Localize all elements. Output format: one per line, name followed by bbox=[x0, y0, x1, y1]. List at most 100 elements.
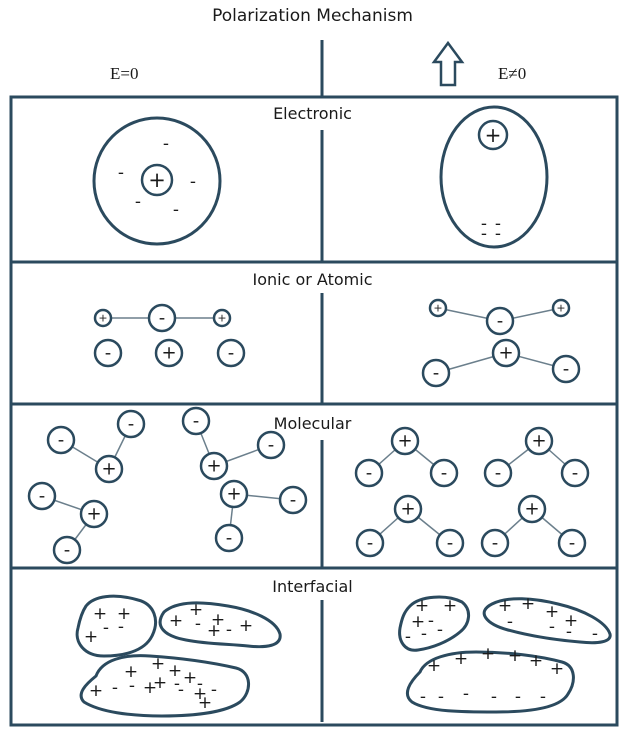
anion: - bbox=[357, 530, 383, 556]
minus-sign: - bbox=[290, 490, 297, 511]
cation: + bbox=[221, 481, 247, 507]
minus-sign: - bbox=[105, 343, 112, 364]
minus-sign: - bbox=[64, 540, 71, 561]
anion: - bbox=[258, 432, 284, 458]
minus-sign: - bbox=[447, 533, 454, 554]
outer-frame bbox=[11, 97, 617, 725]
minus-charge: - bbox=[507, 612, 513, 632]
minus-sign: - bbox=[433, 363, 440, 384]
anion: - bbox=[280, 487, 306, 513]
minus-sign: - bbox=[563, 359, 570, 380]
anion: - bbox=[29, 483, 55, 509]
minus-charge: - bbox=[190, 172, 196, 192]
plus-charge: + bbox=[84, 627, 98, 647]
anion: - bbox=[423, 360, 449, 386]
anion: - bbox=[218, 340, 244, 366]
section-label-ionic: Ionic or Atomic bbox=[0, 270, 625, 289]
minus-sign: - bbox=[366, 463, 373, 484]
anion: - bbox=[216, 525, 242, 551]
plus-charge: + bbox=[151, 654, 165, 674]
plus-charge: + bbox=[454, 649, 468, 669]
plus-sign: + bbox=[485, 123, 502, 147]
plus-charge: + bbox=[521, 594, 535, 614]
plus-sign: + bbox=[433, 302, 442, 315]
anion: - bbox=[482, 530, 508, 556]
minus-sign: - bbox=[572, 463, 579, 484]
plus-charge: + bbox=[89, 681, 103, 701]
plus-charge: + bbox=[169, 611, 183, 631]
anion: - bbox=[95, 340, 121, 366]
field-arrow-icon bbox=[434, 43, 462, 85]
anion: - bbox=[54, 537, 80, 563]
cation: + bbox=[493, 340, 519, 366]
minus-sign: - bbox=[268, 435, 275, 456]
plus-charge: + bbox=[443, 596, 457, 616]
cation: + bbox=[430, 300, 446, 316]
plus-sign: + bbox=[217, 312, 226, 325]
cation: + bbox=[81, 501, 107, 527]
plus-sign: + bbox=[498, 343, 513, 364]
minus-charge: - bbox=[405, 627, 411, 647]
cation: + bbox=[519, 496, 545, 522]
plus-charge: + bbox=[207, 621, 221, 641]
section-label-molecular: Molecular bbox=[0, 414, 625, 433]
minus-charge: - bbox=[515, 687, 521, 707]
minus-charge: - bbox=[129, 676, 135, 696]
cation: + bbox=[479, 121, 507, 149]
minus-charge: - bbox=[540, 687, 546, 707]
minus-charge: - bbox=[463, 684, 469, 704]
minus-sign: - bbox=[495, 463, 502, 484]
anion: - bbox=[431, 460, 457, 486]
minus-charge: - bbox=[178, 680, 184, 700]
plus-charge: + bbox=[508, 646, 522, 666]
minus-charge: - bbox=[592, 624, 598, 644]
plus-sign: + bbox=[524, 499, 539, 520]
minus-charge: - bbox=[197, 674, 203, 694]
plus-charge: + bbox=[550, 659, 564, 679]
minus-charge: - bbox=[428, 611, 434, 631]
minus-charge: - bbox=[495, 224, 501, 244]
minus-charge: - bbox=[437, 620, 443, 640]
plus-sign: + bbox=[206, 456, 221, 477]
anion: - bbox=[559, 530, 585, 556]
section-label-electronic: Electronic bbox=[0, 104, 625, 123]
minus-charge: - bbox=[163, 134, 169, 154]
cation: + bbox=[395, 496, 421, 522]
minus-charge: - bbox=[421, 624, 427, 644]
anion: - bbox=[437, 530, 463, 556]
minus-sign: - bbox=[367, 533, 374, 554]
anion: - bbox=[149, 305, 175, 331]
anion: - bbox=[487, 308, 513, 334]
minus-charge: - bbox=[438, 687, 444, 707]
cation: + bbox=[201, 453, 227, 479]
anion: - bbox=[553, 356, 579, 382]
minus-charge: - bbox=[195, 614, 201, 634]
minus-charge: - bbox=[566, 622, 572, 642]
minus-sign: - bbox=[226, 528, 233, 549]
plus-sign: + bbox=[400, 499, 415, 520]
plus-sign: + bbox=[148, 168, 166, 192]
plus-sign: + bbox=[397, 431, 412, 452]
minus-charge: - bbox=[173, 200, 179, 220]
plus-charge: + bbox=[427, 656, 441, 676]
minus-sign: - bbox=[492, 533, 499, 554]
cation: + bbox=[96, 456, 122, 482]
anion: - bbox=[485, 460, 511, 486]
plus-charge: + bbox=[481, 644, 495, 664]
cation: + bbox=[95, 310, 111, 326]
section-label-interfacial: Interfacial bbox=[0, 577, 625, 596]
minus-sign: - bbox=[39, 486, 46, 507]
minus-sign: - bbox=[569, 533, 576, 554]
minus-sign: - bbox=[441, 463, 448, 484]
minus-charge: - bbox=[226, 620, 232, 640]
minus-sign: - bbox=[497, 311, 504, 332]
plus-charge: + bbox=[198, 693, 212, 713]
plus-charge: + bbox=[143, 678, 157, 698]
minus-sign: - bbox=[159, 308, 166, 329]
minus-charge: - bbox=[118, 617, 124, 637]
minus-charge: - bbox=[135, 192, 141, 212]
minus-charge: - bbox=[118, 163, 124, 183]
minus-charge: - bbox=[491, 687, 497, 707]
plus-sign: + bbox=[531, 431, 546, 452]
